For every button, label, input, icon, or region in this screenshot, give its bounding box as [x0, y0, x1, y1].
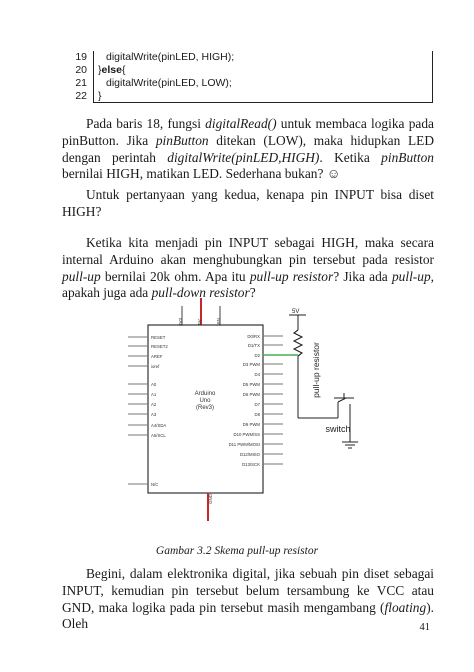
pin-label: RESET2	[151, 344, 168, 349]
text-run-italic: digitalRead()	[205, 116, 277, 131]
paragraph-1: Pada baris 18, fungsi digitalRead() untu…	[62, 116, 434, 183]
pin-label: A1	[151, 392, 157, 397]
pin-label: D7	[255, 402, 261, 407]
pin-label: D5 PWM	[243, 382, 261, 387]
text-run-italic: pull-up resistor	[249, 268, 334, 284]
text-run: Pada baris 18, fungsi	[86, 116, 206, 131]
code-line: digitalWrite(pinLED, HIGH);	[106, 51, 235, 63]
pin-label: D2	[255, 353, 261, 358]
text-run-italic: pull-up	[62, 268, 101, 284]
left-pin-group	[128, 336, 148, 485]
switch-contact	[337, 397, 347, 403]
line-number: 19	[75, 51, 87, 63]
pin-label: ioref	[151, 364, 160, 369]
switch-label: switch	[325, 424, 350, 434]
pin-label: D4	[255, 372, 261, 377]
pin-label: A2	[151, 402, 157, 407]
text-run: bernilai HIGH, matikan LED. Sederhana bu…	[62, 166, 341, 182]
code-else-text: }else{	[98, 64, 126, 76]
board-label: (Rev3)	[196, 405, 214, 411]
pin-label: 5V	[197, 319, 202, 325]
page-number: 41	[419, 622, 431, 633]
pin-label: A4/SDA	[151, 423, 166, 428]
pin-label: GND	[208, 493, 213, 504]
paragraph-3: Ketika kita menjadi pin INPUT sebagai HI…	[62, 235, 434, 302]
pin-label: 3V3	[178, 318, 183, 327]
pin-label: D11 PWM/MOSI	[229, 442, 260, 447]
resistor-symbol	[292, 329, 304, 357]
pin-label: D13/SCK	[242, 462, 260, 467]
line-number: 20	[75, 64, 87, 76]
code-frame: digitalWrite(pinLED, HIGH); }else{ digit…	[93, 51, 433, 103]
pin-label: A5/SCL	[151, 433, 166, 438]
text-run: . Ketika	[319, 149, 382, 165]
board-label: Arduino	[195, 391, 216, 397]
pin-label: N/C	[151, 482, 158, 487]
pin-label: D3 PWM	[243, 362, 261, 367]
pin-label: D1/TX	[248, 343, 260, 348]
resistor-label: pull-up resistor	[311, 342, 321, 398]
pin-label: RESET	[151, 335, 166, 340]
text-run: ditekan (LOW), maka hidupkan LED dengan …	[62, 132, 434, 165]
line-number: 22	[75, 90, 87, 102]
text-run: ?	[249, 285, 256, 301]
line-number: 21	[75, 77, 87, 89]
text-run-italic: pinButton	[381, 149, 434, 165]
text-run: bernilai 20k ohm. Apa itu	[100, 268, 250, 284]
text-run: ? Jika ada	[333, 268, 392, 284]
code-line: }	[98, 90, 102, 102]
text-run-italic: floating	[384, 599, 427, 615]
pin-label: D9 PWM	[243, 422, 261, 427]
supply-label: 5V	[292, 309, 299, 315]
text-run: untuk membaca logika pada pinButton. Jik…	[62, 116, 434, 148]
pin-label: AREF	[151, 354, 163, 359]
text-run: Begini, dalam elektronika digital, jika …	[62, 566, 434, 615]
pin-label: A0	[151, 382, 157, 387]
pin-label: D10 PWM/SS	[233, 432, 260, 437]
pin-label: D0/RX	[247, 334, 260, 339]
paragraph-2: Untuk pertanyaan yang kedua, kenapa pin …	[62, 187, 434, 219]
pin-label: D8	[255, 412, 261, 417]
pin-label: D6 PWM	[243, 392, 261, 397]
text-run-italic: pull-down resistor	[151, 285, 250, 301]
else-keyword: else	[101, 64, 122, 76]
paragraph-4: Begini, dalam elektronika digital, jika …	[62, 566, 434, 633]
arduino-board	[147, 324, 264, 494]
text-run-italic: pinButton	[155, 132, 209, 148]
code-listing: 19 20 21 22 digitalWrite(pinLED, HIGH); …	[63, 51, 433, 103]
text-run: Ketika kita menjadi pin INPUT sebagai HI…	[62, 235, 434, 267]
right-pin-group	[263, 335, 283, 465]
pin-label: VIN	[216, 318, 221, 326]
pin-label: A3	[151, 412, 157, 417]
text-run-italic: pull-up	[391, 268, 431, 284]
code-line: digitalWrite(pinLED, LOW);	[106, 77, 232, 89]
board-label: Uno	[199, 398, 211, 404]
pin-label: D12/MISO	[240, 452, 261, 457]
code-line-else: }else{	[98, 64, 125, 77]
figure-caption: Gambar 3.2 Skema pull-up resistor	[155, 545, 319, 557]
text-run-italic: digitalWrite(pinLED,HIGH)	[167, 149, 320, 165]
text-run: ). Oleh	[62, 599, 434, 632]
code-line-numbers: 19 20 21 22	[63, 51, 87, 103]
text-run: , apakah juga ada	[62, 268, 434, 301]
